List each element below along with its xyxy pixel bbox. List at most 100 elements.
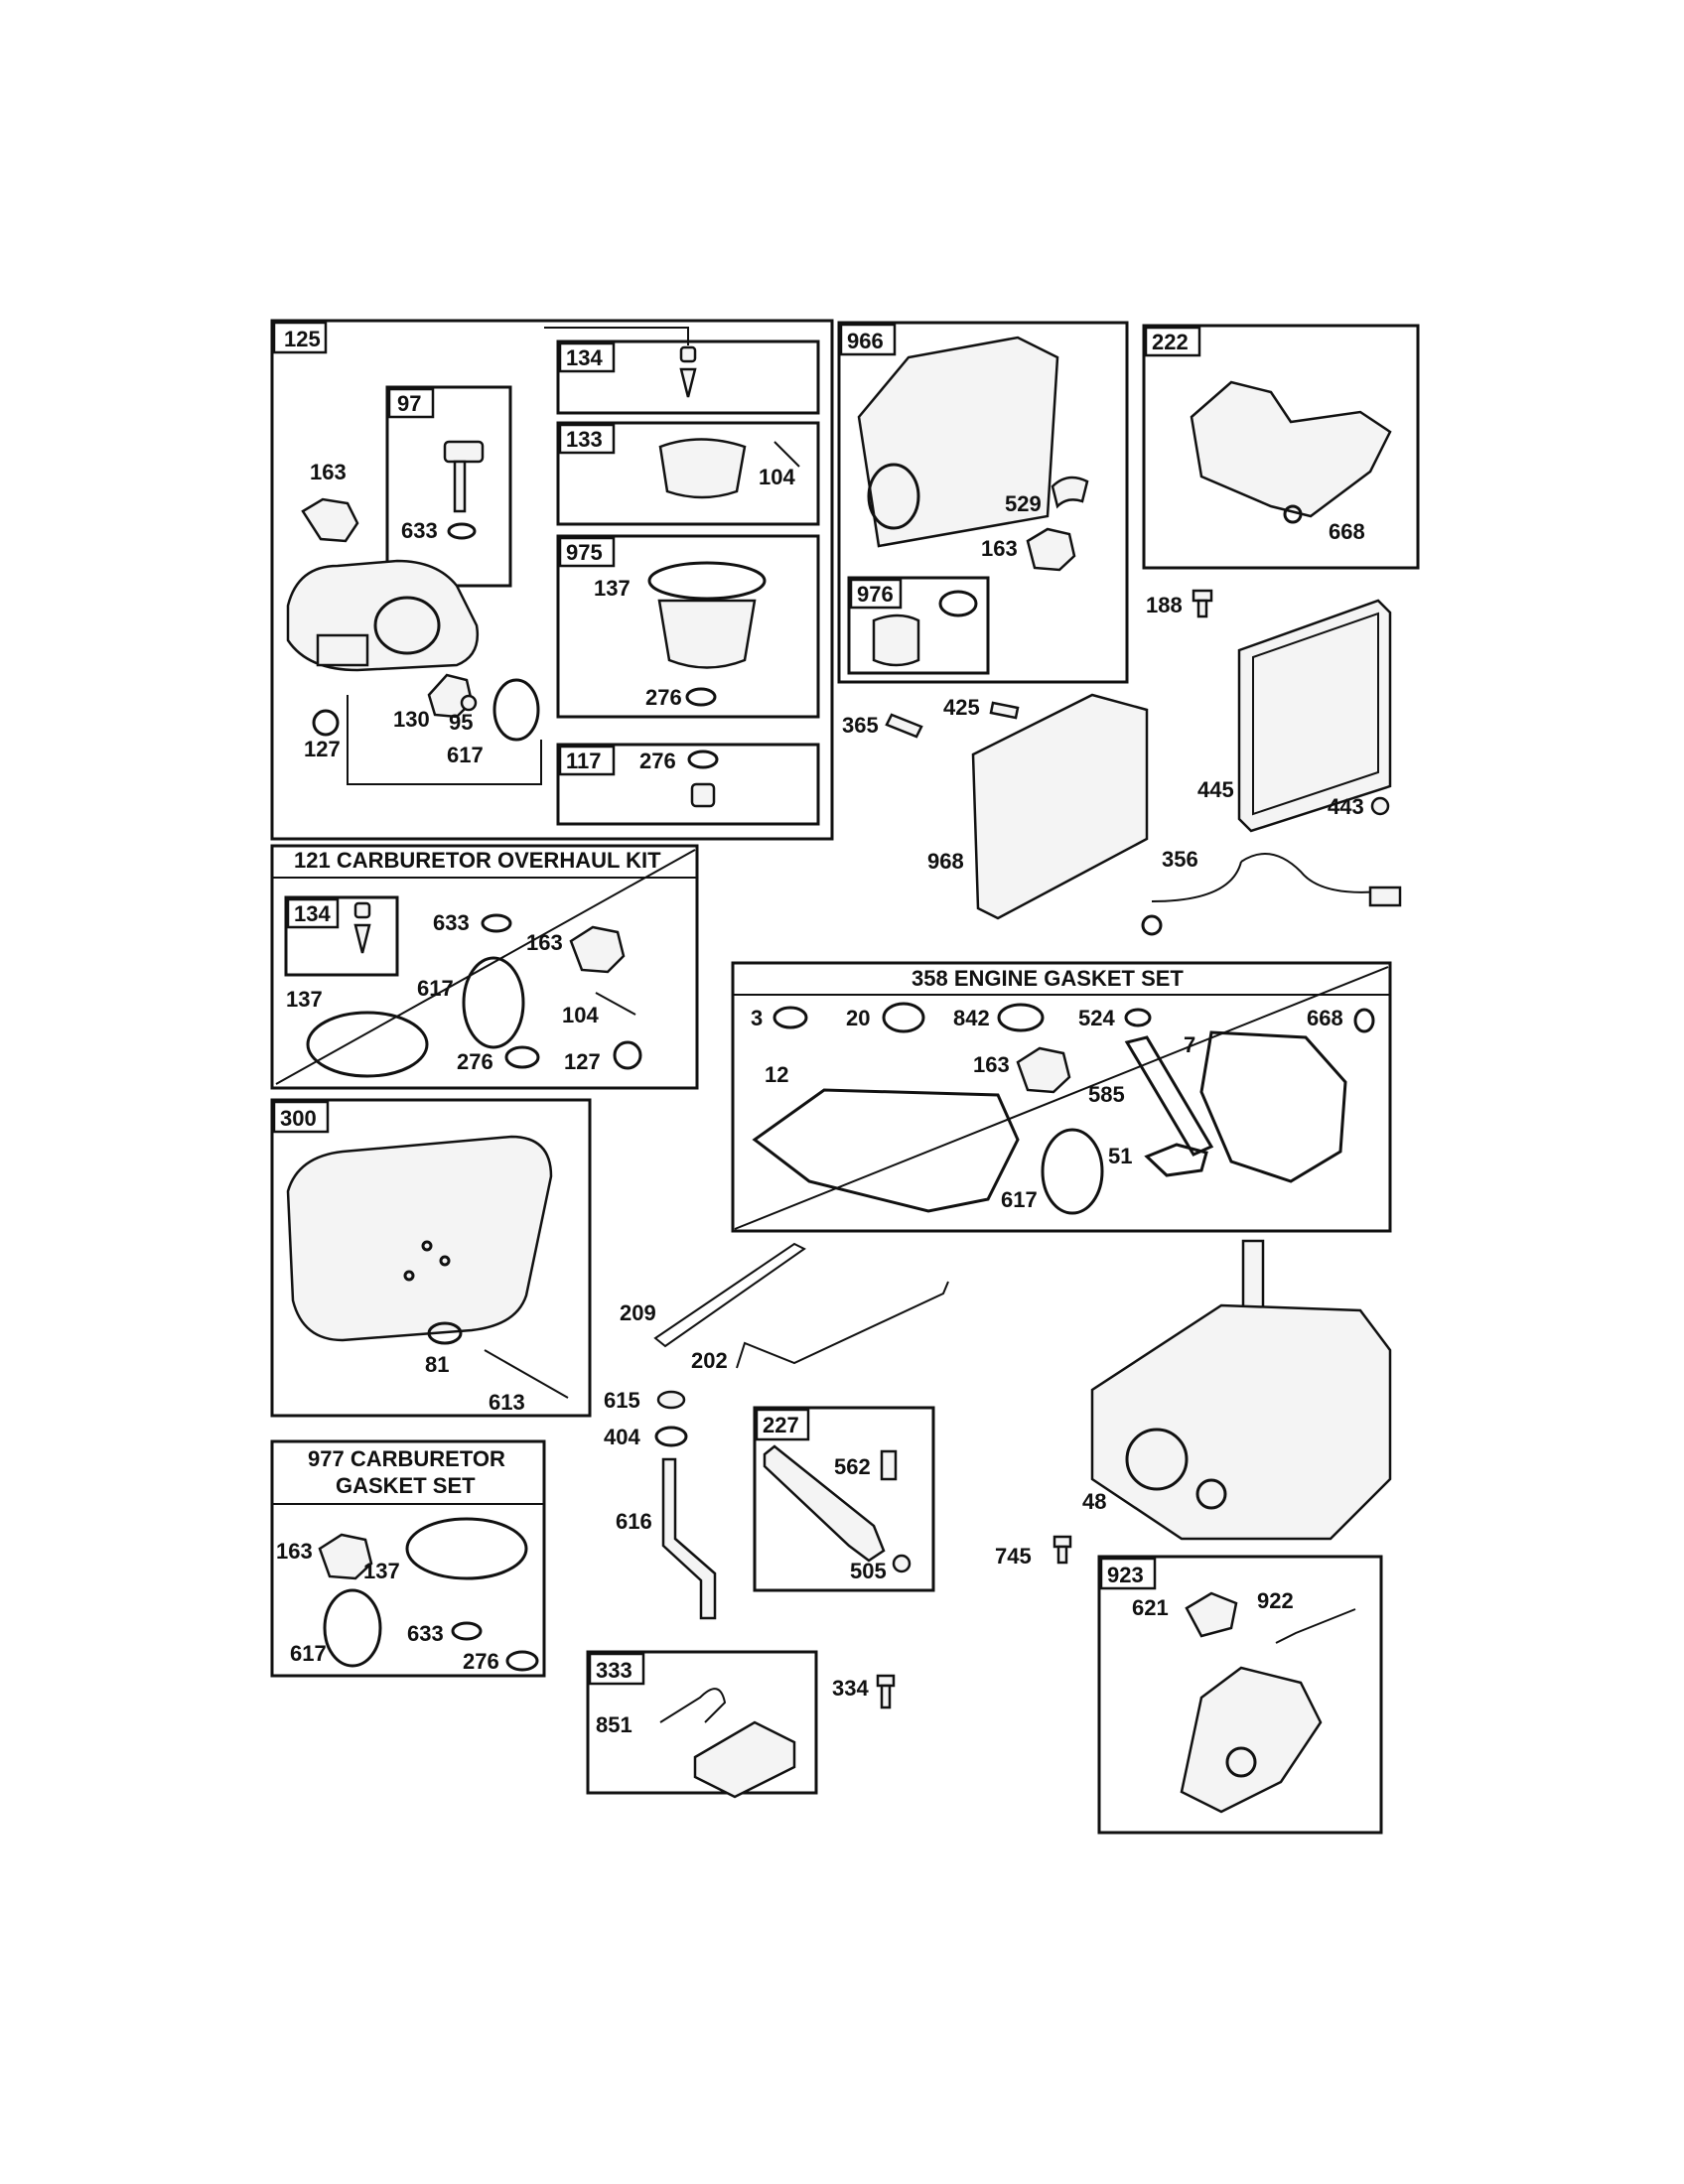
seal-3-part	[772, 1006, 808, 1029]
screw-334-part	[876, 1674, 896, 1709]
label-617: 617	[417, 976, 454, 1001]
bolt-613-part	[484, 1349, 569, 1399]
governor-link-202-part	[736, 1281, 949, 1369]
label-276: 276	[457, 1049, 493, 1074]
label-276: 276	[639, 749, 676, 773]
label-163: 163	[973, 1052, 1010, 1077]
gasket-163-part	[301, 497, 359, 543]
seal-668-part	[1353, 1008, 1375, 1033]
float-133-part	[658, 438, 747, 499]
callout-117: 117	[566, 749, 602, 773]
label-621: 621	[1132, 1595, 1169, 1620]
label-745: 745	[995, 1544, 1032, 1569]
label-968: 968	[927, 849, 964, 874]
label-443: 443	[1328, 794, 1364, 819]
label-585: 585	[1088, 1082, 1125, 1107]
gasket-276-part	[505, 1650, 539, 1672]
o-ring-137-part	[405, 1517, 528, 1580]
label-404: 404	[604, 1425, 640, 1449]
label-842: 842	[953, 1006, 990, 1030]
screw-365-part	[885, 713, 923, 739]
gasket-163-part	[318, 1533, 373, 1580]
screw-562-part	[880, 1449, 898, 1481]
label-202: 202	[691, 1348, 728, 1373]
group-333-armature: 333 851 334	[586, 1650, 896, 1799]
label-81: 81	[425, 1352, 449, 1377]
group-121-carburetor-overhaul-kit: 121 CARBURETOR OVERHAUL KIT 134 633 163 …	[270, 844, 699, 1090]
air-cleaner-base-966-part	[857, 336, 1059, 548]
group-966-air-cleaner-base: 966 529 163 976	[837, 321, 1129, 684]
label-137: 137	[286, 987, 323, 1012]
label-20: 20	[846, 1006, 870, 1030]
armature-333-part	[693, 1720, 796, 1799]
air-filter-445-part	[1237, 599, 1392, 833]
label-425: 425	[943, 695, 980, 720]
callout-923: 923	[1107, 1563, 1144, 1587]
o-ring-617-part	[492, 678, 540, 742]
label-137: 137	[594, 576, 631, 601]
o-ring-617-part	[1041, 1128, 1104, 1215]
gasket-163-part	[1026, 527, 1076, 572]
group-358-engine-gasket-set: 358 ENGINE GASKET SET 3 20 842 524 7 668…	[731, 961, 1392, 1233]
gasket-163-part	[1016, 1046, 1071, 1094]
label-851: 851	[596, 1712, 632, 1737]
nut-615-part	[656, 1390, 686, 1410]
label-922: 922	[1257, 1588, 1294, 1613]
label-445: 445	[1197, 777, 1234, 802]
label-163: 163	[276, 1539, 313, 1564]
cylinder-head-gasket-7-part	[1199, 1030, 1347, 1183]
kit-977-header-line2: GASKET SET	[336, 1473, 476, 1498]
o-ring-617-part	[323, 1588, 382, 1668]
callout-966: 966	[847, 329, 884, 353]
callout-227: 227	[763, 1413, 799, 1437]
o-ring-617-part	[462, 956, 525, 1049]
washer-81-part	[427, 1321, 463, 1345]
group-125-carburetor: 125 97 633 163 127 130 95 617 134	[270, 319, 834, 841]
kit-358-header: 358 ENGINE GASKET SET	[912, 966, 1184, 991]
pin-104-part	[595, 992, 636, 1016]
label-529: 529	[1005, 491, 1042, 516]
nut-505-part	[892, 1554, 912, 1573]
callout-300: 300	[280, 1106, 317, 1131]
callout-125: 125	[284, 327, 321, 351]
kit-977-header-line1: 977 CARBURETOR	[308, 1446, 505, 1471]
label-51: 51	[1108, 1144, 1132, 1168]
label-505: 505	[850, 1559, 887, 1583]
label-276: 276	[645, 685, 682, 710]
label-276: 276	[463, 1649, 499, 1674]
callout-133: 133	[566, 427, 603, 452]
label-137: 137	[363, 1559, 400, 1583]
label-633: 633	[401, 518, 438, 543]
breather-976-part	[872, 614, 920, 667]
label-633: 633	[433, 910, 470, 935]
group-300-muffler: 300 81 613	[270, 1098, 592, 1418]
label-617: 617	[290, 1641, 327, 1666]
label-95: 95	[449, 710, 473, 735]
gasket-842-part	[997, 1003, 1045, 1032]
screw-443-part	[1370, 796, 1390, 816]
screw-188-part	[1192, 589, 1213, 618]
float-bowl-975-part	[647, 561, 767, 669]
label-163: 163	[526, 930, 563, 955]
clamp-part	[938, 590, 978, 617]
label-334: 334	[832, 1676, 869, 1701]
air-cleaner-area: 188 365 425 968 445 443 356	[842, 589, 1402, 936]
gasket-51-part	[1144, 1143, 1208, 1177]
crankcase-48-part	[1090, 1239, 1392, 1541]
label-617: 617	[1001, 1187, 1038, 1212]
float-pin-104-part	[773, 441, 800, 468]
label-104: 104	[759, 465, 795, 489]
group-222-governor-bracket: 222 668	[1142, 324, 1420, 570]
washer-404-part	[654, 1426, 688, 1447]
group-227-control-lever: 227 562 505	[753, 1406, 935, 1592]
callout-134: 134	[294, 901, 331, 926]
group-923-governor-control: 923 621 922	[1097, 1555, 1383, 1835]
label-104: 104	[562, 1003, 599, 1027]
callout-97: 97	[397, 391, 421, 416]
gasket-524-part	[1124, 1008, 1152, 1027]
label-616: 616	[616, 1509, 652, 1534]
seal-20-part	[882, 1002, 925, 1033]
group-977-carburetor-gasket-set: 977 CARBURETOR GASKET SET 163 137 617 63…	[270, 1439, 546, 1678]
gasket-585-part	[1124, 1035, 1214, 1157]
carburetor-body-part	[286, 559, 480, 672]
